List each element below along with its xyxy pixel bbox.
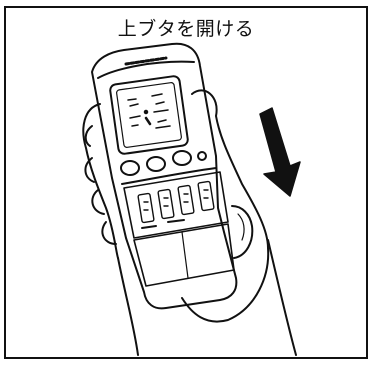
left-arm-outline: [117, 257, 139, 356]
finger-2: [84, 157, 95, 183]
thumb-outline: [82, 103, 119, 259]
remote-top-rim: [97, 60, 195, 79]
remote-button-small: [197, 151, 207, 161]
instruction-panel: 上ブタを開ける: [4, 6, 368, 359]
lower-panel-outline: [123, 171, 229, 239]
back-hand-outline: [181, 89, 270, 323]
remote-button-3: [172, 150, 192, 166]
front-hand: [82, 103, 254, 259]
lcd-inner: [116, 82, 182, 148]
lcd-display: [109, 75, 189, 155]
remote-button-1: [120, 160, 140, 176]
remote-button-2: [146, 156, 166, 172]
remote-control: [91, 42, 238, 310]
lcd-segments: [127, 93, 171, 129]
ir-window: [124, 56, 168, 66]
lower-panel-buttons: [137, 180, 215, 229]
finger-4: [101, 221, 117, 245]
pushing-thumb: [231, 205, 254, 259]
remote-illustration: [82, 42, 301, 356]
lid-seam: [121, 167, 217, 185]
finger-1: [84, 125, 93, 147]
direction-arrow: [259, 107, 301, 197]
lid-lower: [133, 223, 235, 287]
finger-3: [91, 189, 105, 215]
right-arm-outline: [267, 239, 297, 356]
instruction-caption: 上ブタを開ける: [117, 18, 255, 40]
remote-body-outline: [91, 42, 238, 310]
